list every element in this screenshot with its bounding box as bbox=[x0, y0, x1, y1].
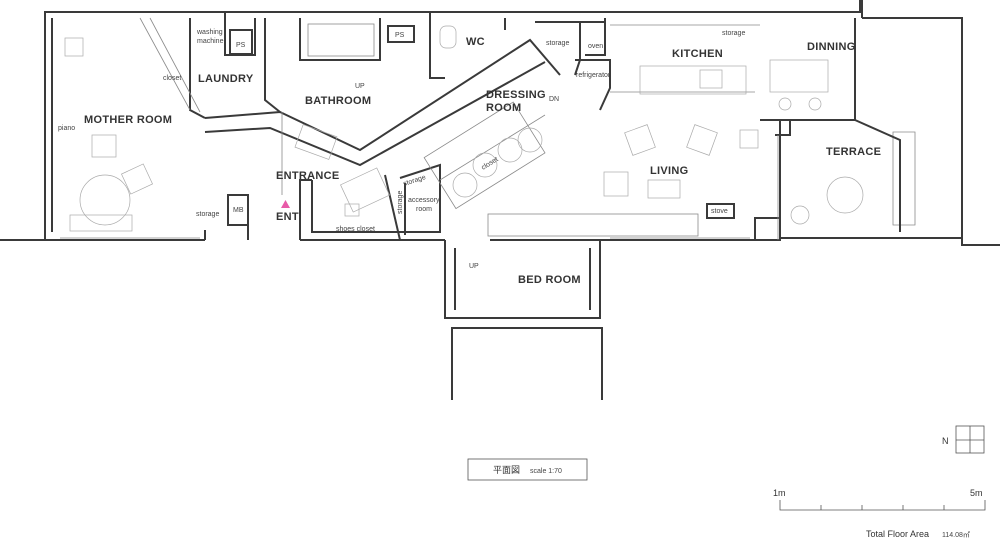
label-oven: oven bbox=[588, 43, 603, 50]
room-label-terrace: TERRACE bbox=[826, 146, 881, 158]
label-piano: piano bbox=[58, 125, 75, 132]
title-box-title: 平面図 bbox=[493, 465, 520, 475]
label-accessory-room-2: room bbox=[416, 206, 432, 213]
room-label-dressing-room-1: DRESSING bbox=[486, 89, 546, 101]
label-washing-machine-1: washing bbox=[196, 29, 223, 36]
north-label: N bbox=[942, 436, 949, 446]
interior-lines bbox=[60, 17, 779, 240]
label-shoes-closet: shoes closet bbox=[336, 226, 375, 233]
label-storage-acc-2: storage bbox=[397, 191, 404, 214]
label-refrigerator: refrigerator bbox=[576, 72, 611, 79]
title-box bbox=[467, 458, 588, 481]
room-label-mother-room: MOTHER ROOM bbox=[84, 114, 172, 126]
label-mb: MB bbox=[233, 207, 244, 214]
room-label-dressing-room-2: ROOM bbox=[486, 102, 521, 114]
walls bbox=[0, 0, 1000, 400]
room-label-wc: WC bbox=[466, 36, 485, 48]
furniture bbox=[64, 25, 864, 232]
room-label-entrance: ENTRANCE bbox=[276, 170, 340, 182]
label-closet-mother: closet bbox=[163, 75, 181, 82]
label-up-bed: UP bbox=[469, 263, 479, 270]
label-storage-top: storage bbox=[722, 30, 745, 37]
label-accessory-room-1: accessory bbox=[408, 197, 440, 204]
entrance-marker-icon bbox=[281, 200, 290, 208]
label-stove: stove bbox=[711, 208, 728, 215]
scale-bar bbox=[779, 500, 986, 511]
title-box-scale: scale 1:70 bbox=[530, 468, 562, 475]
room-label-dinning: DINNING bbox=[807, 41, 856, 53]
label-storage-kitchen: storage bbox=[546, 40, 569, 47]
room-label-bathroom: BATHROOM bbox=[305, 95, 371, 107]
room-label-living: LIVING bbox=[650, 165, 688, 177]
label-up-bath: UP bbox=[355, 83, 365, 90]
label-dn: DN bbox=[549, 96, 559, 103]
scale-bar-start-label: 1m bbox=[773, 488, 786, 498]
total-area-value: 114.08㎡ bbox=[942, 531, 970, 539]
label-storage-mother: storage bbox=[196, 211, 219, 218]
room-label-ent: ENT bbox=[276, 211, 299, 223]
scale-bar-end-label: 5m bbox=[970, 488, 983, 498]
label-ps-laundry: PS bbox=[236, 42, 246, 49]
label-washing-machine-2: machine bbox=[197, 38, 224, 45]
room-label-kitchen: KITCHEN bbox=[672, 48, 723, 60]
room-label-bed-room: BED ROOM bbox=[518, 274, 581, 286]
label-ps-wc: PS bbox=[395, 32, 405, 39]
room-label-laundry: LAUNDRY bbox=[198, 73, 254, 85]
total-area-label: Total Floor Area bbox=[866, 529, 929, 539]
